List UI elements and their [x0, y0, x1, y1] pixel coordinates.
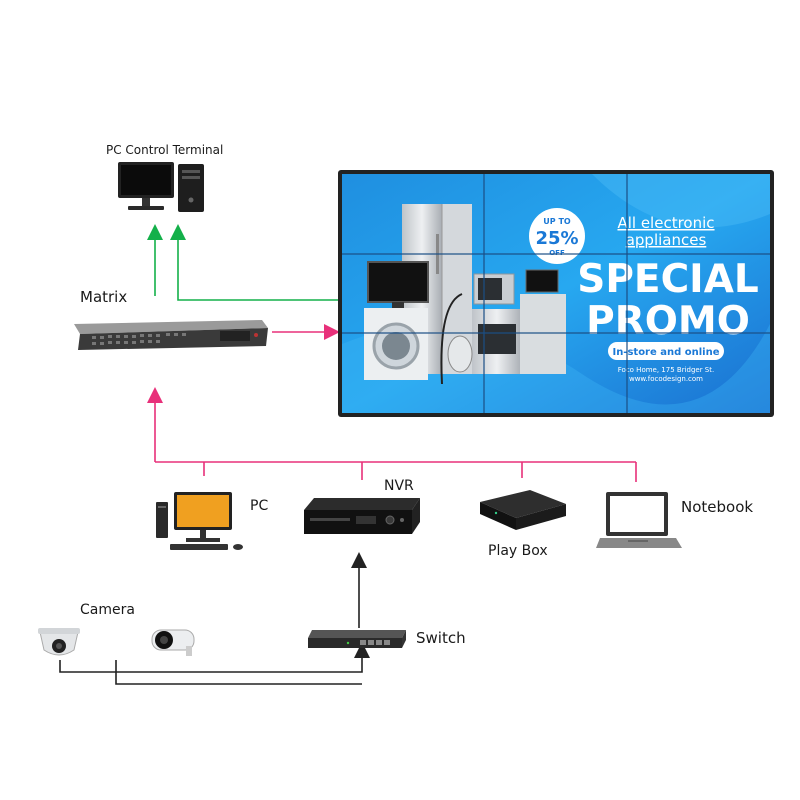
headline-line-1: All electronic	[617, 214, 714, 232]
pc-icon	[156, 492, 243, 550]
promo-address: Foco Home, 175 Bridger St.	[618, 366, 714, 374]
camera-label: Camera	[80, 602, 135, 618]
promo-url: www.focodesign.com	[629, 375, 703, 383]
matrix-switcher-icon	[74, 320, 268, 350]
video-wall-screen: UP TO 25% OFF All electronic appliances …	[338, 170, 774, 417]
network-switch-icon	[308, 630, 406, 648]
promo-title-line-1: SPECIAL	[577, 257, 758, 302]
notebook-icon	[596, 492, 682, 548]
play-box-icon	[480, 490, 566, 530]
pc-control-terminal-icon	[118, 162, 204, 212]
promo-pill-text: In-store and online	[612, 347, 719, 358]
link-cameras-to-switch	[59, 642, 370, 673]
headline-line-2: appliances	[626, 231, 707, 249]
badge-top-text: UP TO	[543, 217, 571, 226]
badge-value-text: 25%	[535, 228, 578, 249]
bullet-camera-icon	[151, 629, 195, 656]
notebook-label: Notebook	[681, 498, 754, 516]
pc-label: PC	[250, 498, 269, 514]
nvr-icon	[304, 498, 420, 534]
promo-display: UP TO 25% OFF All electronic appliances …	[342, 174, 770, 413]
badge-bottom-text: OFF	[549, 249, 565, 257]
nvr-label: NVR	[384, 478, 414, 494]
pc-control-terminal-label: PC Control Terminal	[106, 143, 224, 157]
dome-camera-icon	[38, 628, 80, 656]
link-screen-to-terminal	[170, 224, 338, 301]
matrix-label: Matrix	[80, 288, 128, 306]
promo-title-line-2: PROMO	[586, 299, 750, 344]
switch-label: Switch	[416, 629, 466, 647]
play-box-label: Play Box	[488, 543, 548, 559]
